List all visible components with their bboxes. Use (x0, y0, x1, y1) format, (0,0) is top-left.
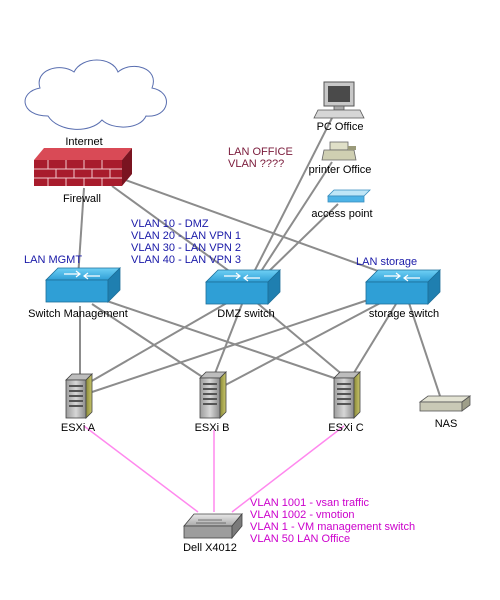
esxi-b-server-icon (199, 371, 227, 419)
link-esxia-dell (83, 425, 199, 513)
dell-switch-icon (183, 512, 243, 540)
dmz-vlan-1: VLAN 10 - DMZ (131, 218, 209, 230)
link-swmgmt-esxib (91, 303, 205, 379)
link-storage-esxic (351, 303, 397, 377)
pc-icon (313, 81, 365, 119)
esxi-b-label: ESXi B (195, 422, 230, 434)
dell-label: Dell X4012 (183, 542, 237, 554)
dell-vlan-2: VLAN 1002 - vmotion (250, 509, 355, 521)
dmz-switch-label: DMZ switch (217, 308, 274, 320)
links (77, 117, 441, 513)
link-storage-esxia (91, 295, 381, 393)
nas-label: NAS (435, 418, 458, 430)
lan-storage-label: LAN storage (356, 256, 417, 268)
link-firewall-storage (119, 177, 393, 277)
dell-vlan-1: VLAN 1001 - vsan traffic (250, 497, 370, 509)
link-ap-dmz (263, 203, 339, 277)
firewall-icon (34, 148, 132, 186)
link-printer-dmz (257, 161, 333, 277)
access-point-label: access point (311, 208, 372, 220)
dell-vlan-3: VLAN 1 - VM management switch (250, 521, 415, 533)
esxi-c-server-icon (333, 371, 361, 419)
dmz-vlan-3: VLAN 30 - LAN VPN 2 (131, 242, 241, 254)
access-point-icon (327, 189, 371, 203)
dell-vlan-4: VLAN 50 LAN Office (250, 533, 350, 545)
printer-office-label: printer Office (309, 164, 372, 176)
link-pc-dmz (251, 117, 333, 277)
switch-management-icon (45, 267, 121, 303)
link-dmz-esxib (213, 303, 243, 377)
link-firewall-switchmgmt (77, 187, 85, 279)
pc-office-label: PC Office (317, 121, 364, 133)
dmz-vlan-4: VLAN 40 - LAN VPN 3 (131, 254, 241, 266)
link-dmz-esxic (255, 301, 345, 377)
nas-icon (418, 395, 472, 412)
link-dmz-esxia (89, 299, 233, 383)
lan-office-line-2: VLAN ???? (228, 158, 284, 170)
storage-switch-icon (365, 269, 441, 305)
lan-mgmt-label: LAN MGMT (24, 254, 82, 266)
link-storage-nas (407, 299, 441, 397)
link-firewall-dmz (111, 185, 237, 277)
internet-label: Internet (65, 136, 102, 148)
lan-office-line-1: LAN OFFICE (228, 146, 293, 158)
esxi-c-label: ESXi C (328, 422, 364, 434)
dmz-switch-icon (205, 269, 281, 305)
link-storage-esxib (215, 299, 387, 391)
printer-icon (321, 141, 357, 161)
storage-switch-label: storage switch (369, 308, 439, 320)
switch-management-label: Switch Management (28, 308, 128, 320)
firewall-label: Firewall (63, 193, 101, 205)
esxi-a-label: ESXi A (61, 422, 96, 434)
esxi-a-server-icon (65, 373, 93, 419)
dmz-vlan-2: VLAN 20 - LAN VPN 1 (131, 230, 241, 242)
cloud-icon (24, 59, 167, 130)
link-esxic-dell (231, 425, 345, 513)
link-swmgmt-esxic (103, 299, 341, 381)
